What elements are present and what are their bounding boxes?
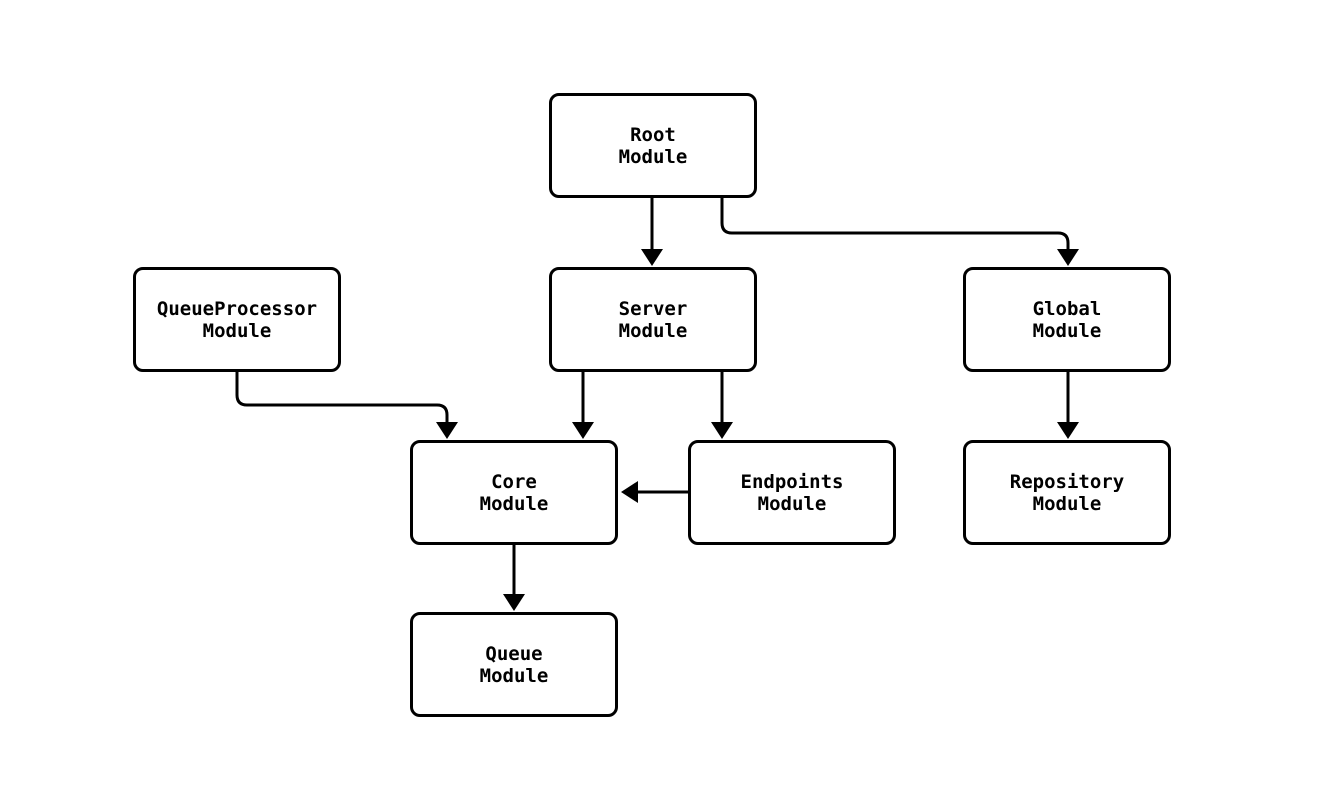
edge-queueprocessor-core [235,372,458,439]
edge-global-repository [1057,372,1079,439]
edge-core-queue [503,545,525,611]
node-root-module: Root Module [549,93,757,198]
node-repository-module: Repository Module [963,440,1171,545]
node-server-module: Server Module [549,267,757,372]
node-global-module: Global Module [963,267,1171,372]
edge-root-global [720,198,1079,266]
node-queue-module: Queue Module [410,612,618,717]
edge-server-core [572,372,594,439]
edge-server-endpoints [711,372,733,439]
node-endpoints-module: Endpoints Module [688,440,896,545]
edge-root-server [641,198,663,266]
edge-endpoints-core [621,481,688,503]
node-core-module: Core Module [410,440,618,545]
node-queueprocessor-module: QueueProcessor Module [133,267,341,372]
